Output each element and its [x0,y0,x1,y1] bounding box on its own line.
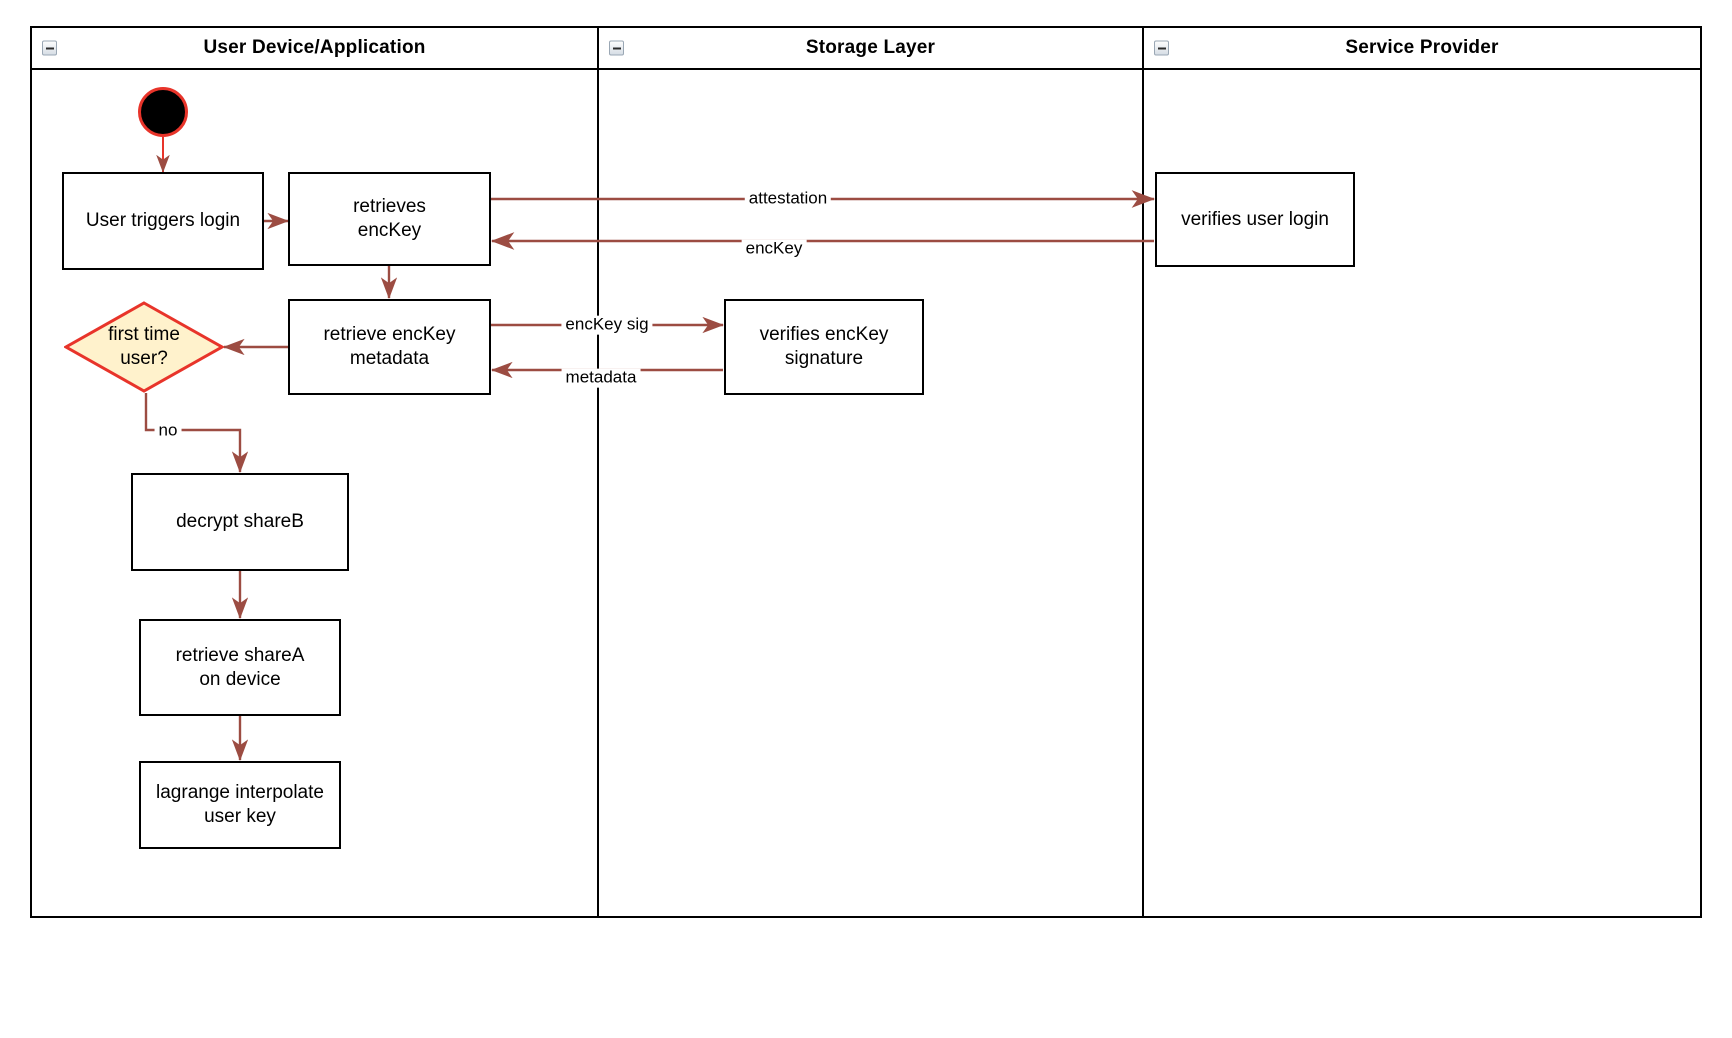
edge-label-enckey-sig: encKey sig [561,315,653,335]
node-verifies-user-login[interactable]: verifies user login [1155,172,1355,267]
edge-label-enckey: encKey [741,239,807,259]
node-label-first-time-user: first time user? [108,324,180,369]
collapse-minus-icon[interactable] [1154,40,1169,56]
swimlane-header-storage-layer[interactable]: Storage Layer [599,28,1142,70]
swimlane-header-user-device[interactable]: User Device/Application [32,28,597,70]
node-retrieve-enckey-metadata[interactable]: retrieve encKey metadata [288,299,491,395]
diamond-shape [64,301,224,393]
swimlane-title-user-device: User Device/Application [203,37,426,58]
node-decrypt-shareb[interactable]: decrypt shareB [131,473,349,571]
swimlane-header-service-provider[interactable]: Service Provider [1144,28,1700,70]
edge-label-metadata: metadata [561,368,641,388]
edge-label-no: no [154,421,182,441]
start-node[interactable] [138,87,188,137]
collapse-minus-icon[interactable] [42,40,57,56]
node-lagrange-interpolate-user-key[interactable]: lagrange interpolate user key [139,761,341,849]
node-user-triggers-login[interactable]: User triggers login [62,172,264,270]
node-verifies-enckey-signature[interactable]: verifies encKey signature [724,299,924,395]
node-retrieve-sharea-on-device[interactable]: retrieve shareA on device [139,619,341,716]
swimlane-storage-layer[interactable]: Storage Layer [597,28,1142,916]
edge-label-attestation: attestation [744,189,832,209]
swimlane-service-provider[interactable]: Service Provider [1142,28,1700,916]
node-first-time-user[interactable]: first time user? [64,301,224,393]
swimlane-user-device[interactable]: User Device/Application [32,28,597,916]
swimlane-title-service-provider: Service Provider [1345,37,1499,58]
collapse-minus-icon[interactable] [609,40,624,56]
swimlane-title-storage-layer: Storage Layer [805,37,936,58]
node-retrieves-enckey[interactable]: retrieves encKey [288,172,491,266]
